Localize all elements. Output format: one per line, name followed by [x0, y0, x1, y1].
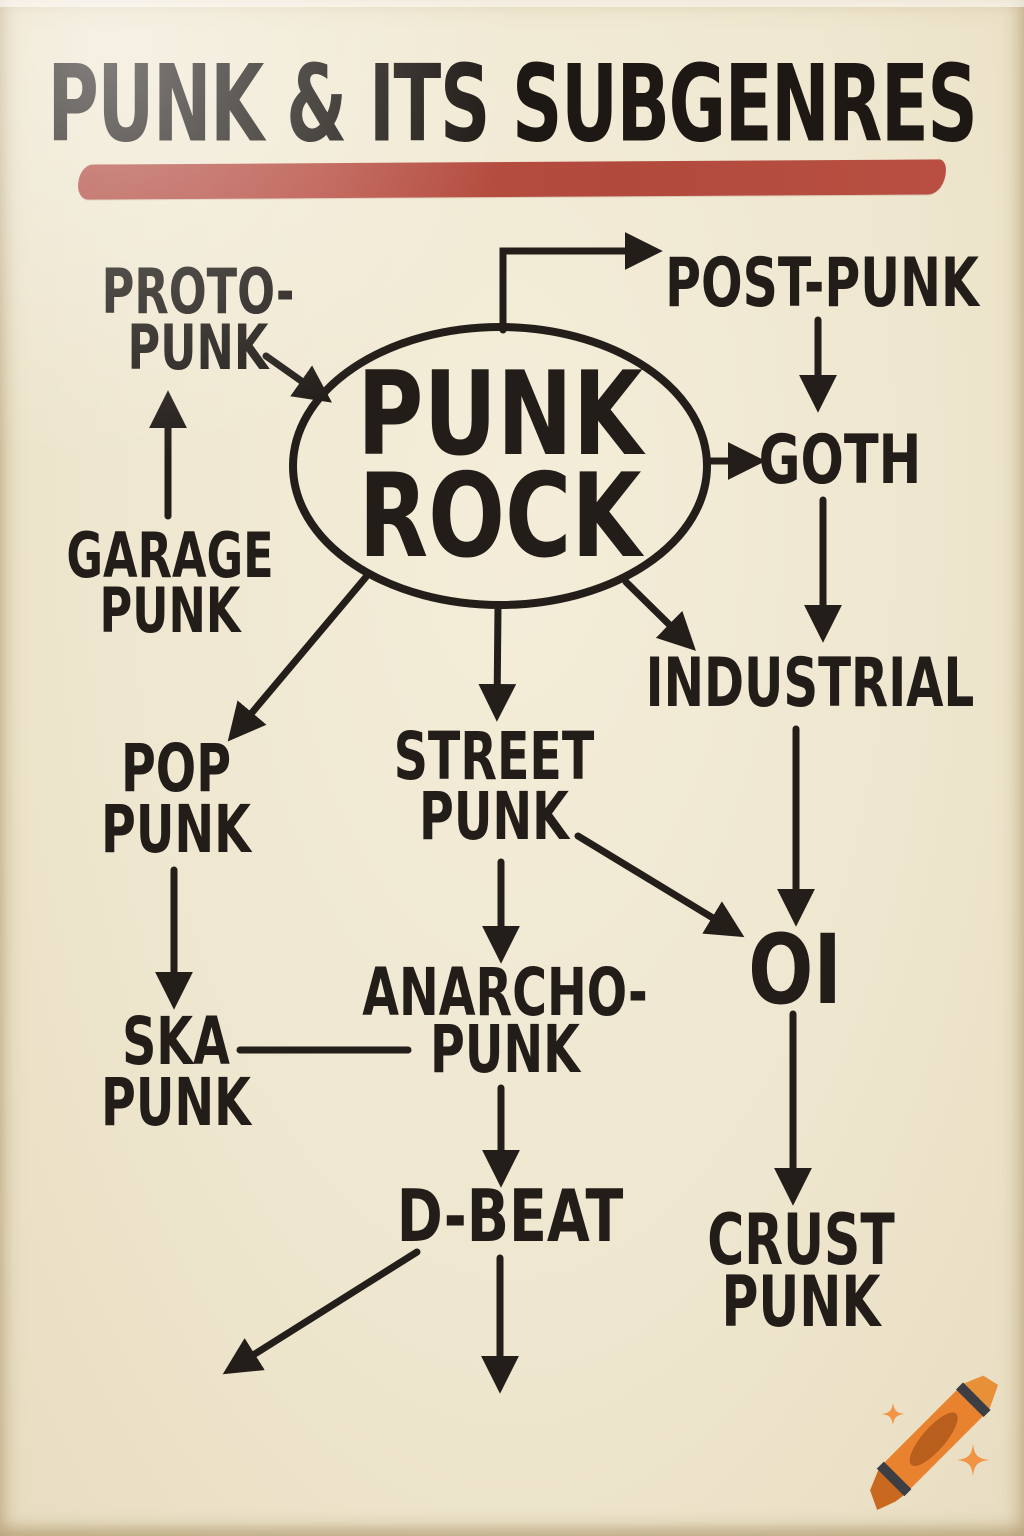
- crayon-band-tip: [876, 1461, 912, 1497]
- edge-punk-rock-to-post-punk: [499, 232, 663, 334]
- edge-street-punk-to-oi: [574, 832, 745, 938]
- crayon-cap: [964, 1375, 999, 1409]
- edge-proto-punk-to-punk-rock: [262, 352, 333, 403]
- sparkle-large-icon: [957, 1444, 989, 1476]
- node-ellipse-punk-rock: [289, 323, 711, 609]
- crayon-band-cap: [955, 1382, 991, 1418]
- crayon-label-oval: [909, 1412, 958, 1466]
- crayon-tip: [870, 1466, 907, 1511]
- edge-punk-rock-to-street-punk: [478, 602, 517, 722]
- edge-punk-rock-to-pop-punk: [227, 573, 370, 742]
- edge-d-beat-to-end: [222, 1248, 421, 1375]
- poster-title: PUNK & ITS SUBGENRES: [47, 42, 978, 166]
- edge-punk-rock-to-industrial: [622, 578, 696, 651]
- craiyon-crayon-logo: [870, 1375, 999, 1511]
- sparkle-small-icon: [881, 1402, 905, 1426]
